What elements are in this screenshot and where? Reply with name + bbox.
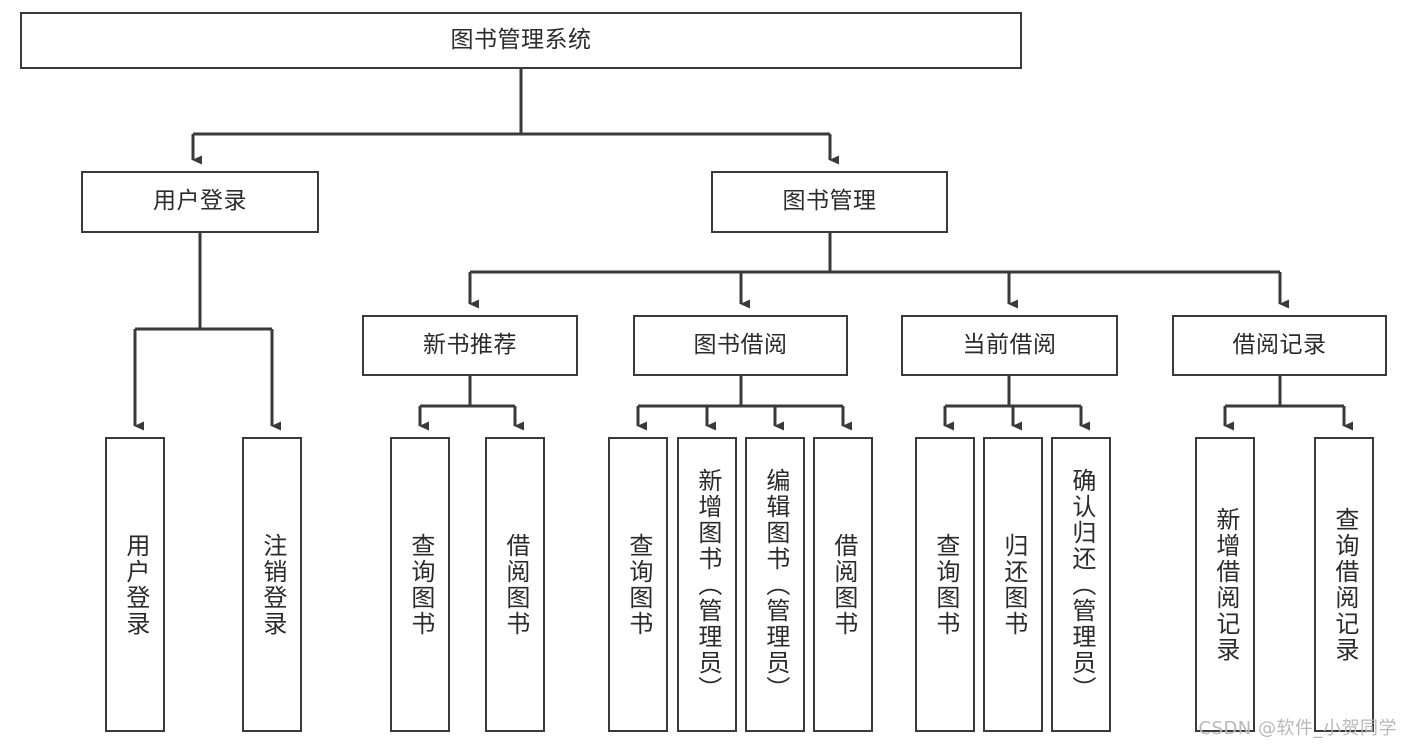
node-leaf-add-book-admin-label: 新增图书（管理员） (693, 467, 722, 702)
node-leaf-confirm-return-admin[interactable]: 确认归还（管理员） (1051, 437, 1111, 732)
node-leaf-query-book-1[interactable]: 查询图书 (390, 437, 450, 732)
node-root-label: 图书管理系统 (450, 26, 592, 53)
node-leaf-return-book-label: 归还图书 (999, 532, 1028, 637)
node-new-book-recommend[interactable]: 新书推荐 (362, 315, 578, 376)
node-leaf-query-borrow-record-label: 查询借阅记录 (1330, 506, 1359, 663)
node-leaf-user-login-label: 用户登录 (121, 532, 150, 637)
node-leaf-confirm-return-admin-label: 确认归还（管理员） (1067, 467, 1096, 702)
node-leaf-add-borrow-record-label: 新增借阅记录 (1211, 506, 1240, 663)
node-leaf-edit-book-admin-label: 编辑图书（管理员） (761, 467, 790, 702)
node-book-borrow[interactable]: 图书借阅 (633, 315, 848, 376)
node-leaf-borrow-book-2[interactable]: 借阅图书 (813, 437, 873, 732)
node-book-manage-label: 图书管理 (782, 188, 877, 215)
node-borrow-record-label: 借阅记录 (1232, 331, 1327, 358)
node-book-borrow-label: 图书借阅 (693, 331, 788, 358)
node-borrow-record[interactable]: 借阅记录 (1172, 315, 1387, 376)
node-leaf-borrow-book-2-label: 借阅图书 (829, 532, 858, 637)
node-leaf-edit-book-admin[interactable]: 编辑图书（管理员） (745, 437, 805, 732)
node-root[interactable]: 图书管理系统 (20, 12, 1022, 69)
node-leaf-query-book-2[interactable]: 查询图书 (608, 437, 668, 732)
node-leaf-query-book-2-label: 查询图书 (624, 532, 653, 637)
node-leaf-logout-login[interactable]: 注销登录 (242, 437, 302, 732)
node-new-book-recommend-label: 新书推荐 (423, 331, 517, 358)
node-current-borrow-label: 当前借阅 (962, 331, 1057, 358)
node-leaf-add-borrow-record[interactable]: 新增借阅记录 (1195, 437, 1255, 732)
node-leaf-add-book-admin[interactable]: 新增图书（管理员） (677, 437, 737, 732)
node-leaf-query-borrow-record[interactable]: 查询借阅记录 (1314, 437, 1374, 732)
node-leaf-user-login[interactable]: 用户登录 (105, 437, 165, 732)
node-leaf-borrow-book-1[interactable]: 借阅图书 (485, 437, 545, 732)
node-leaf-logout-login-label: 注销登录 (258, 532, 287, 637)
node-user-login[interactable]: 用户登录 (81, 171, 319, 233)
node-current-borrow[interactable]: 当前借阅 (901, 315, 1118, 376)
node-leaf-query-book-1-label: 查询图书 (406, 532, 435, 637)
node-book-manage[interactable]: 图书管理 (711, 171, 948, 233)
node-user-login-label: 用户登录 (153, 188, 247, 215)
node-leaf-query-book-3-label: 查询图书 (931, 532, 960, 637)
node-leaf-query-book-3[interactable]: 查询图书 (915, 437, 975, 732)
node-leaf-return-book[interactable]: 归还图书 (983, 437, 1043, 732)
node-leaf-borrow-book-1-label: 借阅图书 (501, 532, 530, 637)
